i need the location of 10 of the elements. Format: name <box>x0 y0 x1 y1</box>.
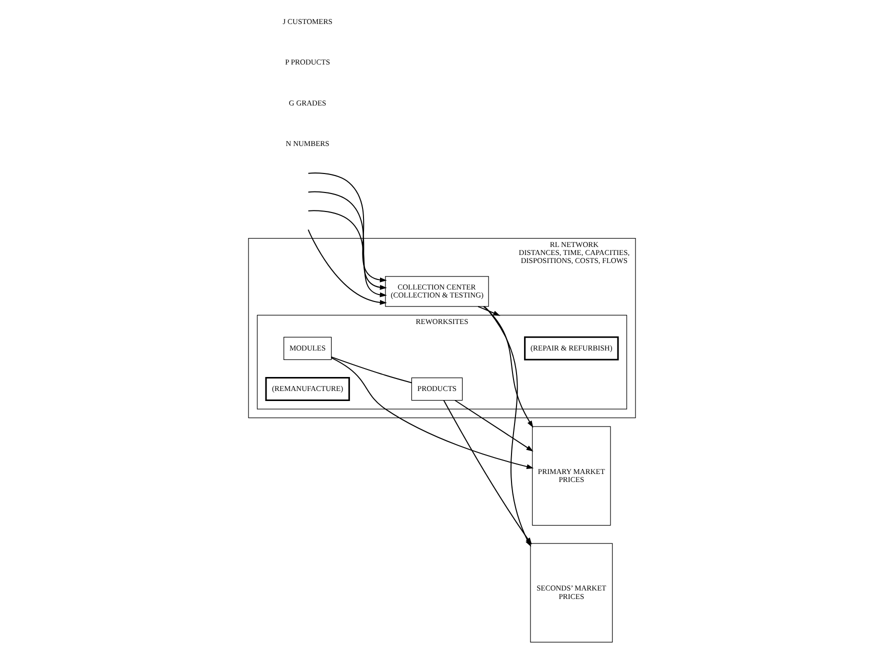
arrow <box>477 306 500 316</box>
arrow <box>307 210 386 298</box>
arrow <box>330 357 534 469</box>
arrow <box>482 306 533 428</box>
arrow <box>454 400 533 452</box>
arrow <box>307 229 386 305</box>
arrow <box>307 191 386 290</box>
arrow <box>307 172 386 282</box>
connector <box>330 356 412 384</box>
arrow <box>442 400 532 545</box>
